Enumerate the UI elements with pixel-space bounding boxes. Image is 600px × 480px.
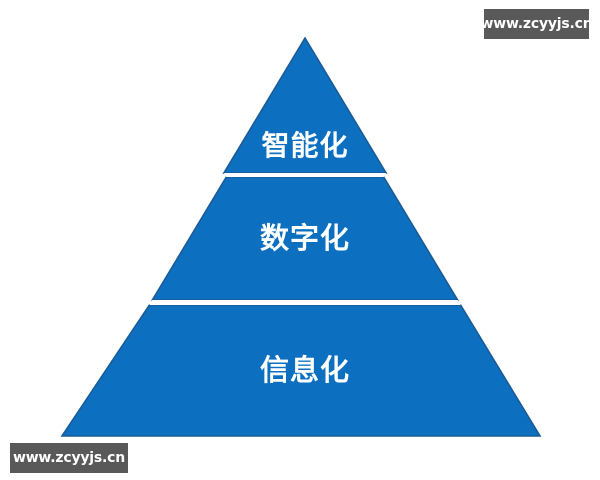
pyramid-divider-lower — [149, 300, 461, 305]
watermark-top-right-text: www.zcyyjs.cn — [480, 16, 593, 32]
watermark-bottom-left-text: www.zcyyjs.cn — [12, 450, 126, 466]
pyramid-tier-middle-label: 数字化 — [260, 221, 350, 255]
pyramid-tier-bottom-label: 信息化 — [260, 353, 350, 387]
watermark-bottom-left: www.zcyyjs.cn — [10, 443, 128, 473]
pyramid-tier-top-label: 智能化 — [261, 129, 348, 162]
pyramid-divider-upper — [223, 173, 387, 177]
watermark-top-right: www.zcyyjs.cn — [480, 9, 593, 39]
